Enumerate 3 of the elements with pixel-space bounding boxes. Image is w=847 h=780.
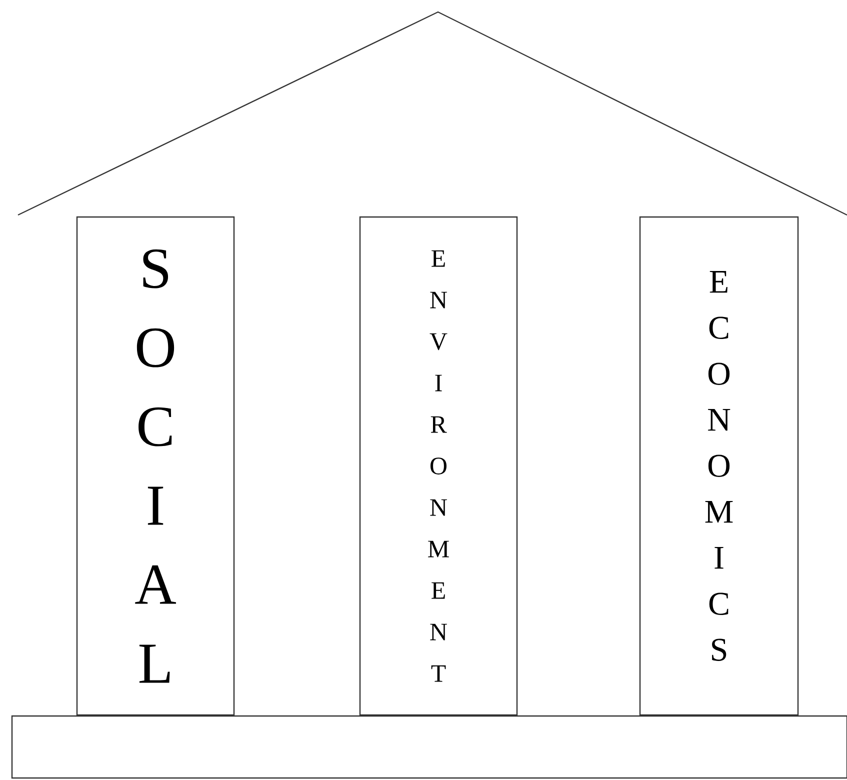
pillar-column: SOCIAL [76, 216, 235, 716]
pillar-column: ENVIRONMENT [359, 216, 518, 716]
pillar-column: ECONOMICS [639, 216, 799, 716]
